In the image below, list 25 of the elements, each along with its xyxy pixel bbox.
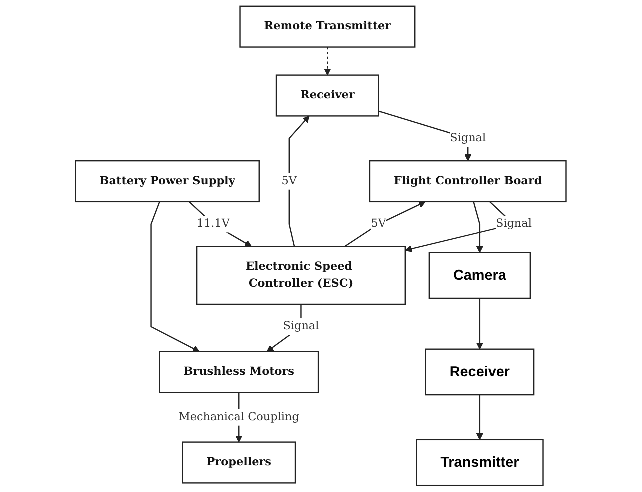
edge-label: 5V <box>282 174 298 188</box>
arrow <box>476 395 484 440</box>
node-box: Camera <box>428 252 532 300</box>
edge-label: Signal <box>450 132 486 145</box>
arrow <box>150 202 200 352</box>
node-box: Receiver <box>425 348 535 396</box>
arrow <box>324 47 332 76</box>
arrow <box>344 202 426 248</box>
node-box: Electronic Speed Controller (ESC) <box>196 246 406 306</box>
node-box: Flight Controller Board <box>369 160 567 203</box>
edge-label: Mechanical Coupling <box>178 410 300 424</box>
edge-label: 5V <box>371 218 386 230</box>
node-box: Transmitter <box>416 439 544 486</box>
edge-label: 11.1V <box>196 218 230 230</box>
arrow <box>189 202 252 248</box>
edge-label: Signal <box>283 320 320 333</box>
edge-label: Signal <box>496 218 532 230</box>
node-box: Remote Transmitter <box>240 6 416 48</box>
node-box: Battery Power Supply <box>75 160 260 203</box>
node-box: Receiver <box>276 74 380 117</box>
arrow <box>288 116 310 247</box>
node-box: Brushless Motors <box>159 351 320 394</box>
arrow <box>476 298 484 350</box>
arrow <box>473 202 484 254</box>
node-box: Propellers <box>182 442 296 484</box>
